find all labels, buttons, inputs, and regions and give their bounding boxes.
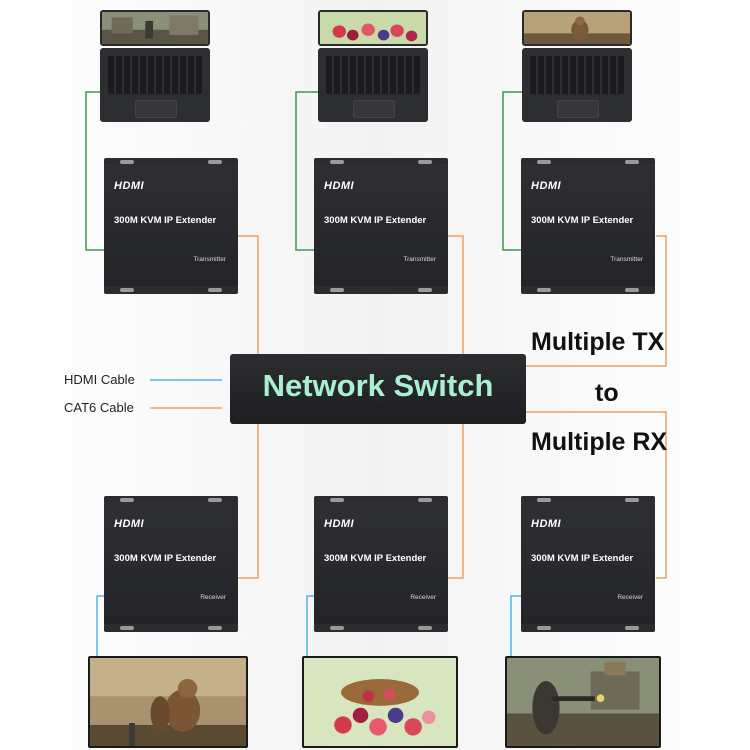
touchpad-icon	[557, 100, 599, 118]
keyboard-icon	[326, 56, 420, 94]
extender-body: HDMI 300M KVM IP Extender Transmitter	[104, 164, 238, 288]
cat6-rx-3	[526, 411, 667, 579]
role-label: Transmitter	[610, 256, 643, 263]
squirrel-scene-image	[90, 658, 246, 746]
mounting-flange	[521, 624, 655, 632]
network-switch-label: Network Switch	[262, 368, 494, 403]
touchpad-icon	[135, 100, 177, 118]
receiver-2: HDMI 300M KVM IP Extender Receiver	[314, 496, 448, 632]
model-label: 300M KVM IP Extender	[114, 553, 217, 564]
model-label: 300M KVM IP Extender	[531, 215, 634, 226]
mounting-flange	[104, 496, 238, 504]
transmitter-2: HDMI 300M KVM IP Extender Transmitter	[314, 158, 448, 294]
headline-line-1: Multiple TX	[531, 328, 665, 356]
usb-cable-2	[295, 91, 318, 251]
monitor-3	[505, 656, 661, 748]
extender-body: HDMI 300M KVM IP Extender Transmitter	[521, 164, 655, 288]
laptop-base	[522, 48, 632, 122]
extender-body: HDMI 300M KVM IP Extender Receiver	[314, 502, 448, 626]
legend-cat6-label: CAT6 Cable	[64, 400, 134, 415]
model-label: 300M KVM IP Extender	[324, 553, 427, 564]
extender-body: HDMI 300M KVM IP Extender Receiver	[104, 502, 238, 626]
legend-hdmi-label: HDMI Cable	[64, 372, 135, 387]
role-label: Transmitter	[403, 256, 436, 263]
hdmi-rx-2	[306, 595, 314, 660]
laptop-base	[100, 48, 210, 122]
monitor-1	[88, 656, 248, 748]
cat6-rx-1	[238, 424, 259, 579]
laptop-1	[100, 10, 210, 122]
mounting-flange	[104, 286, 238, 294]
transmitter-1: HDMI 300M KVM IP Extender Transmitter	[104, 158, 238, 294]
mounting-flange	[521, 158, 655, 166]
hdmi-logo: HDMI	[114, 518, 145, 530]
laptop-3	[522, 10, 632, 122]
laptop-screen	[522, 10, 632, 46]
hdmi-rx-1	[96, 595, 104, 660]
extender-body: HDMI 300M KVM IP Extender Transmitter	[314, 164, 448, 288]
hdmi-logo: HDMI	[324, 518, 355, 530]
laptop-base	[318, 48, 428, 122]
model-label: 300M KVM IP Extender	[324, 215, 427, 226]
cat6-rx-2	[446, 424, 464, 579]
hdmi-rx-3	[510, 595, 521, 660]
mounting-flange	[314, 496, 448, 504]
usb-cable-3	[502, 91, 522, 251]
mounting-flange	[104, 158, 238, 166]
berries-scene-image	[320, 12, 426, 44]
network-switch: Network Switch	[230, 354, 526, 424]
cat6-tx-1	[238, 235, 259, 356]
model-label: 300M KVM IP Extender	[114, 215, 217, 226]
laptop-screen	[318, 10, 428, 46]
mounting-flange	[314, 286, 448, 294]
hdmi-logo: HDMI	[114, 180, 145, 192]
mounting-flange	[314, 158, 448, 166]
cat6-tx-2	[446, 235, 464, 356]
keyboard-icon	[108, 56, 202, 94]
role-label: Receiver	[617, 594, 643, 601]
cat6-tx-3	[526, 235, 667, 367]
laptop-screen	[100, 10, 210, 46]
receiver-1: HDMI 300M KVM IP Extender Receiver	[104, 496, 238, 632]
berries-scene-image	[304, 658, 456, 746]
mounting-flange	[314, 624, 448, 632]
touchpad-icon	[353, 100, 395, 118]
role-label: Transmitter	[193, 256, 226, 263]
headline-line-3: Multiple RX	[531, 428, 668, 456]
usb-cable-1	[85, 91, 104, 251]
game-scene-image	[507, 658, 659, 746]
hdmi-logo: HDMI	[531, 180, 562, 192]
mounting-flange	[104, 624, 238, 632]
transmitter-3: HDMI 300M KVM IP Extender Transmitter	[521, 158, 655, 294]
mounting-flange	[521, 496, 655, 504]
keyboard-icon	[530, 56, 624, 94]
role-label: Receiver	[410, 594, 436, 601]
hdmi-logo: HDMI	[531, 518, 562, 530]
headline-line-2: to	[595, 379, 619, 407]
game-scene-image	[102, 12, 208, 44]
hdmi-logo: HDMI	[324, 180, 355, 192]
laptop-2	[318, 10, 428, 122]
extender-body: HDMI 300M KVM IP Extender Receiver	[521, 502, 655, 626]
mounting-flange	[521, 286, 655, 294]
squirrel-scene-image	[524, 12, 630, 44]
model-label: 300M KVM IP Extender	[531, 553, 634, 564]
monitor-2	[302, 656, 458, 748]
role-label: Receiver	[200, 594, 226, 601]
receiver-3: HDMI 300M KVM IP Extender Receiver	[521, 496, 655, 632]
